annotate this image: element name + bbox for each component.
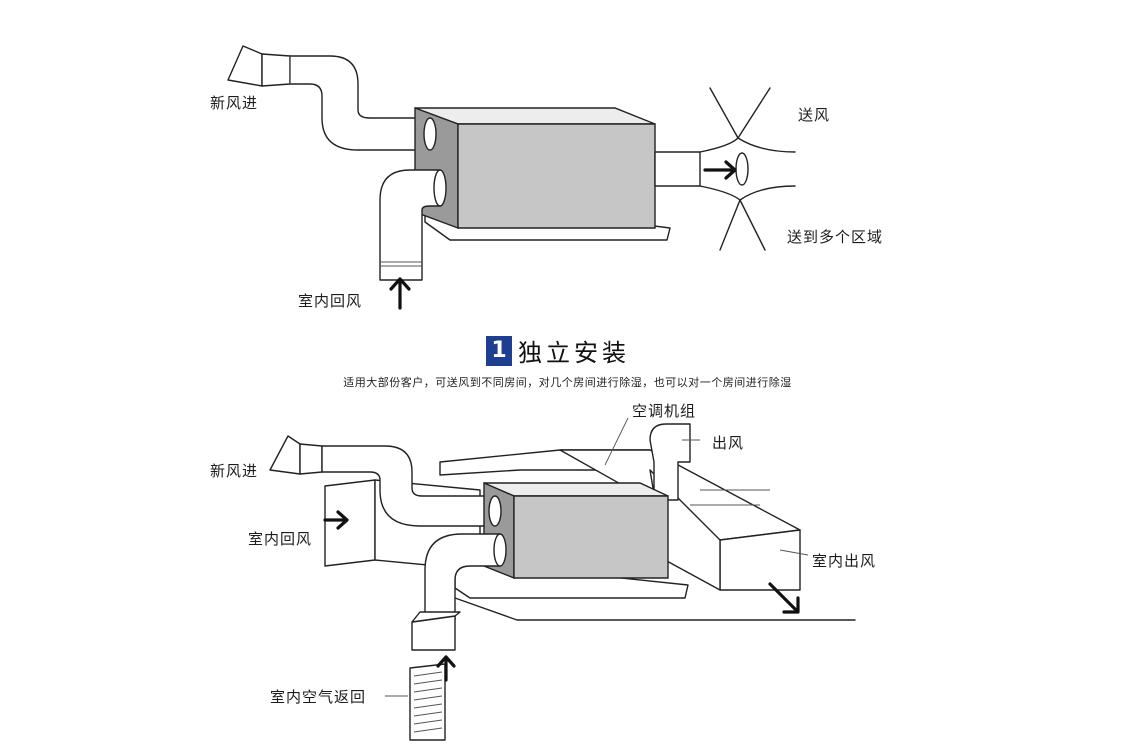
return-arrow-bottom [323, 510, 349, 530]
return-grille [409, 663, 446, 741]
fresh-air-duct-top [289, 55, 431, 151]
label-fresh-air-in-bottom: 新风进 [210, 462, 259, 480]
label-outlet: 出风 [712, 434, 745, 452]
section-title: 独立安装 [518, 339, 630, 367]
label-supply-to-zones: 送到多个区域 [787, 228, 884, 246]
supply-duct-top [654, 151, 701, 187]
fresh-air-hood-top [227, 45, 291, 87]
unit-front-bottom [513, 495, 669, 579]
grille-arrow-bottom [436, 655, 456, 682]
section-description: 适用大部份客户，可送风到不同房间，对几个房间进行除湿，也可以对一个房间进行除湿 [343, 376, 792, 389]
label-fresh-air-in-top: 新风进 [210, 94, 259, 112]
label-indoor-return-top: 室内回风 [298, 292, 363, 310]
return-air-duct-top [379, 169, 441, 281]
unit-front-face [457, 123, 656, 229]
label-indoor-outlet: 室内出风 [812, 552, 877, 570]
fresh-air-hood-bottom [269, 435, 323, 475]
supply-arrow-top [703, 160, 737, 180]
label-supply-air: 送风 [798, 106, 831, 124]
section-number-badge: 1 [486, 335, 512, 366]
fresh-air-duct-bottom [321, 445, 496, 527]
bottom-diagram [269, 417, 856, 741]
label-indoor-return-bottom: 室内回风 [248, 530, 313, 548]
outlet-pipe [649, 423, 691, 501]
section-heading: 1 独立安装 [486, 333, 630, 368]
outlet-arrow-bottom [768, 582, 800, 614]
return-arrow-top [389, 277, 411, 310]
label-ac-unit: 空调机组 [632, 402, 697, 420]
top-diagram [227, 45, 796, 310]
label-indoor-air-return: 室内空气返回 [270, 688, 367, 706]
